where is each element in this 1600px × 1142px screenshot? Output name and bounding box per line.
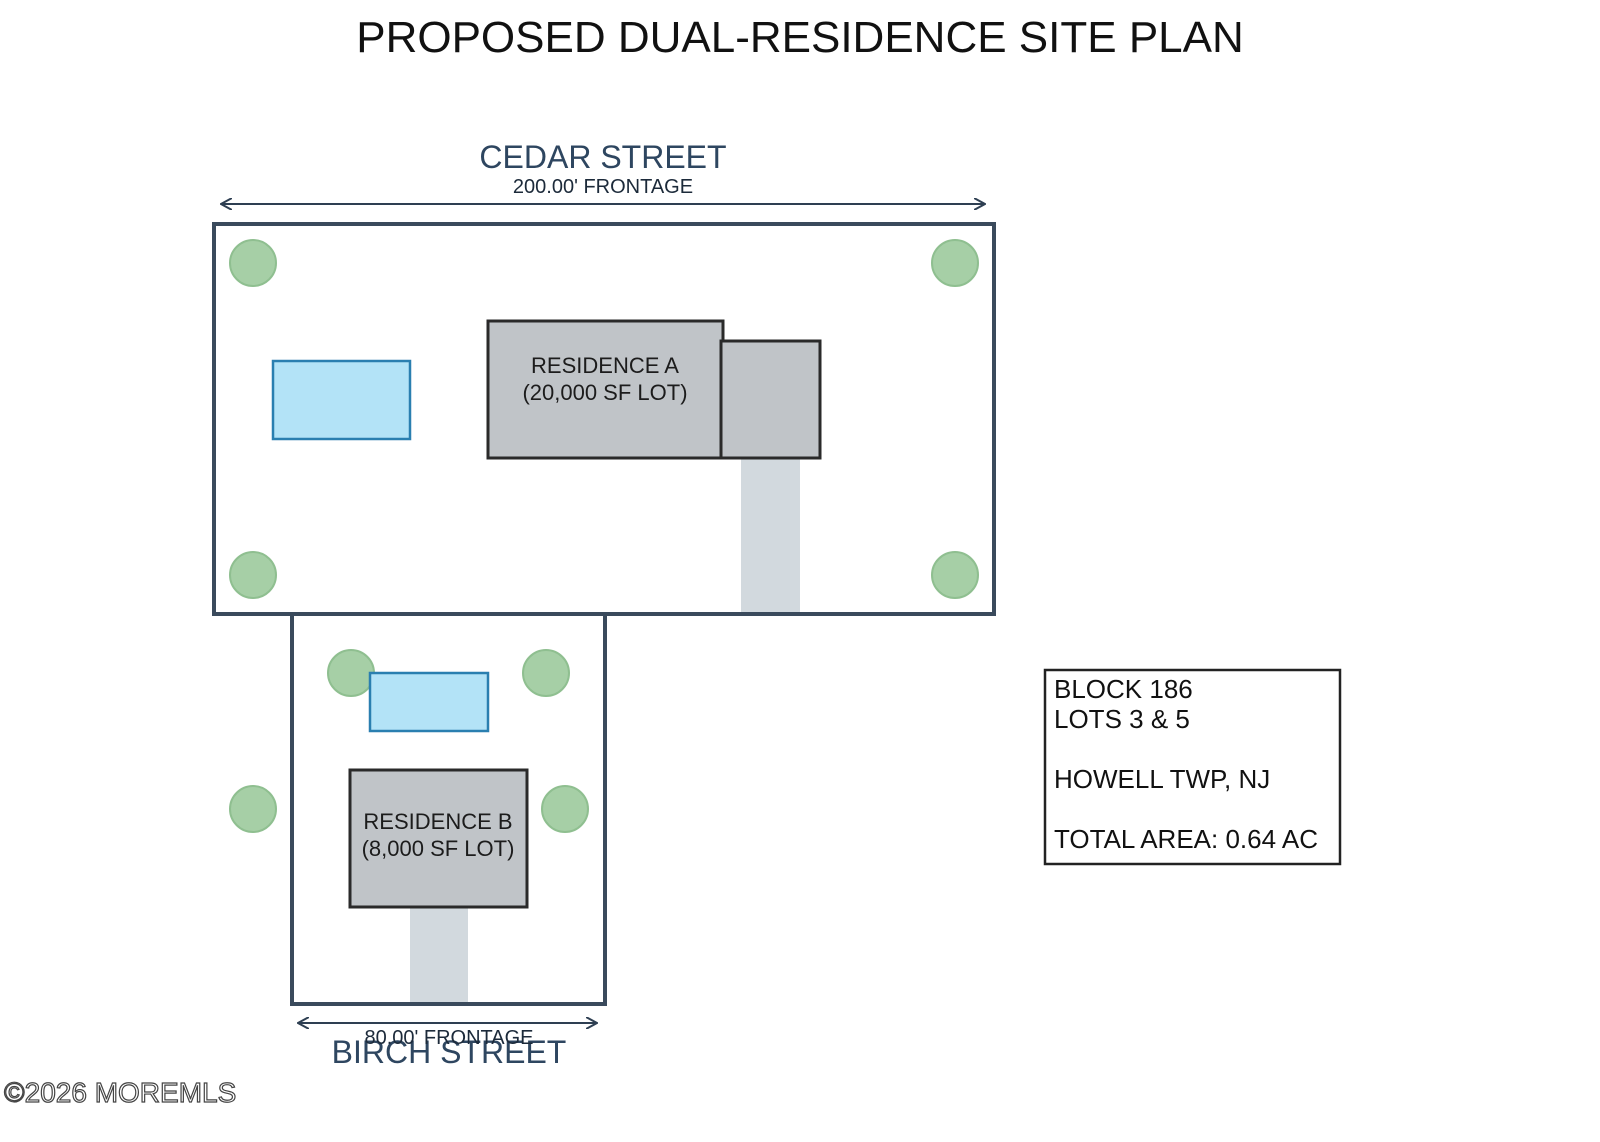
residence-a-label: RESIDENCE A	[531, 353, 679, 378]
tree-icon	[229, 785, 277, 833]
info-total-area: TOTAL AREA: 0.64 AC	[1054, 824, 1318, 854]
tree-icon	[229, 239, 277, 287]
info-township: HOWELL TWP, NJ	[1054, 764, 1270, 794]
info-lots: LOTS 3 & 5	[1054, 704, 1190, 734]
residence-a-lot-size: (20,000 SF LOT)	[522, 380, 687, 405]
residence-b-lot-size: (8,000 SF LOT)	[362, 836, 515, 861]
tree-icon	[522, 649, 570, 697]
tree-icon	[931, 551, 979, 599]
driveway-a	[741, 458, 800, 612]
residence-a-building	[486, 319, 725, 460]
cedar-street-label: CEDAR STREET	[479, 139, 726, 175]
residence-b-label: RESIDENCE B	[363, 809, 512, 834]
pool-icon	[271, 359, 412, 441]
page-title: PROPOSED DUAL-RESIDENCE SITE PLAN	[356, 13, 1244, 62]
info-block: BLOCK 186	[1054, 674, 1193, 704]
residence-b-building	[348, 768, 529, 909]
tree-icon	[327, 649, 375, 697]
driveway-b	[410, 908, 468, 1002]
tree-icon	[229, 551, 277, 599]
cedar-frontage-label: 200.00' FRONTAGE	[513, 176, 693, 198]
watermark: ©2026 MOREMLS	[4, 1077, 236, 1108]
tree-icon	[931, 239, 979, 287]
birch-frontage-label: 80.00' FRONTAGE	[364, 1027, 533, 1049]
birch-street-label: BIRCH STREET	[332, 1034, 567, 1070]
residence-a-garage	[719, 339, 822, 460]
tree-icon	[541, 785, 589, 833]
info-box	[1043, 668, 1342, 866]
pool-icon	[368, 671, 490, 733]
